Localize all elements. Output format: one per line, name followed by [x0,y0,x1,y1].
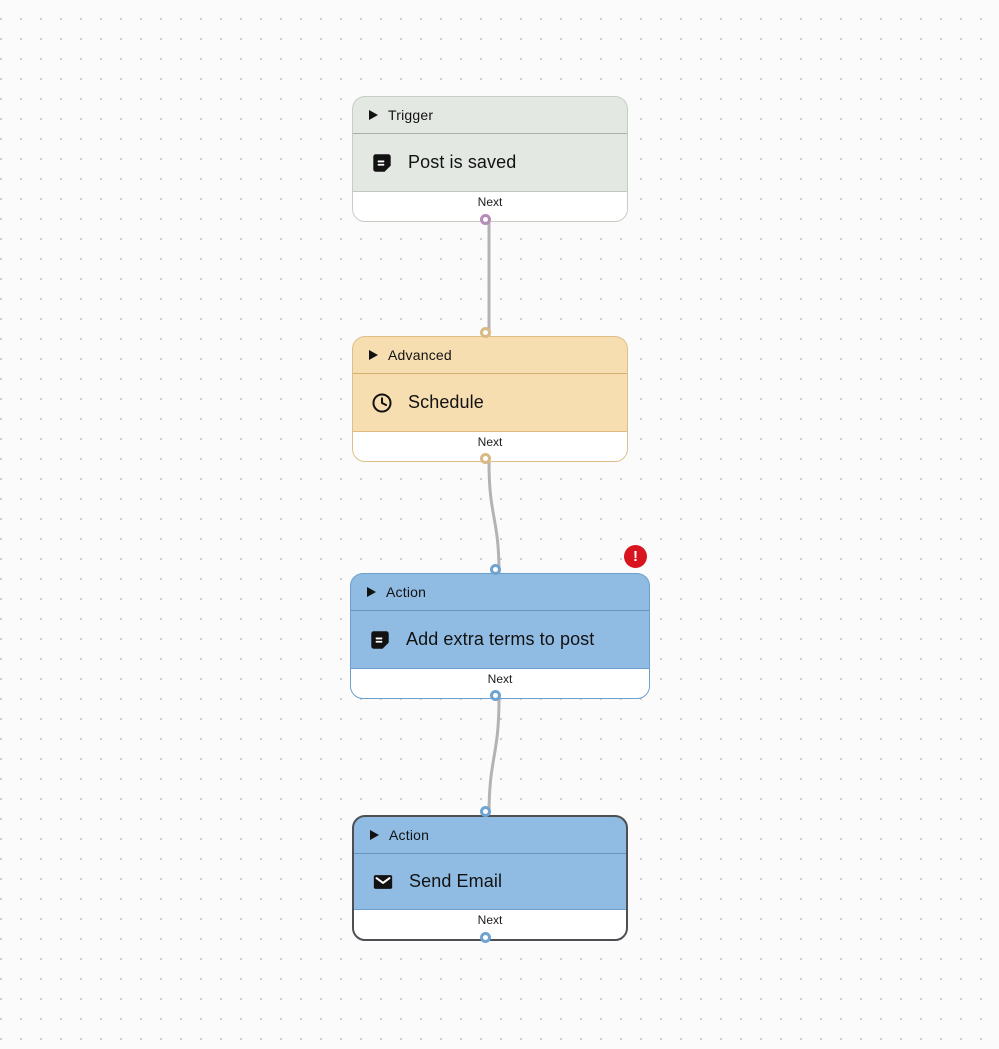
next-label: Next [477,435,503,449]
node-body[interactable]: Add extra terms to post [351,611,649,668]
edge-action1-to-action2[interactable] [487,697,501,817]
node-footer: Next [353,191,627,221]
collapse-triangle-icon[interactable] [369,110,378,120]
node-body[interactable]: Schedule [353,374,627,431]
envelope-icon [372,871,394,893]
port-action-add-extra-terms-input[interactable] [490,564,501,575]
port-advanced-output[interactable] [480,453,491,464]
edge-advanced-to-action1[interactable] [487,460,501,575]
node-body[interactable]: Post is saved [353,134,627,191]
collapse-triangle-icon[interactable] [367,587,376,597]
node-category-label: Trigger [388,107,434,123]
node-action-send-email[interactable]: Action Send Email Next [352,815,628,941]
port-trigger-output[interactable] [480,214,491,225]
document-icon [369,629,391,651]
node-title: Post is saved [408,152,517,172]
port-action-add-extra-terms-output[interactable] [490,690,501,701]
collapse-triangle-icon[interactable] [369,350,378,360]
node-title: Add extra terms to post [406,629,595,649]
node-header[interactable]: Action [351,574,649,611]
collapse-triangle-icon[interactable] [370,830,379,840]
next-label: Next [487,672,513,686]
node-title: Send Email [409,871,503,891]
port-advanced-input[interactable] [480,327,491,338]
next-label: Next [477,913,503,927]
node-header[interactable]: Trigger [353,97,627,134]
next-label: Next [477,195,503,209]
node-action-add-extra-terms[interactable]: Action Add extra terms to post Next [350,573,650,699]
node-category-label: Action [386,584,427,600]
clock-icon [371,392,393,414]
error-badge-glyph: ! [633,548,638,565]
node-header[interactable]: Action [354,817,626,854]
node-advanced[interactable]: Advanced Schedule Next [352,336,628,462]
port-action-send-email-output[interactable] [480,932,491,943]
node-category-label: Advanced [388,347,452,363]
node-trigger[interactable]: Trigger Post is saved Next [352,96,628,222]
node-title: Schedule [408,392,484,412]
port-action-send-email-input[interactable] [480,806,491,817]
node-header[interactable]: Advanced [353,337,627,374]
node-category-label: Action [389,827,430,843]
document-icon [371,152,393,174]
node-body[interactable]: Send Email [354,854,626,909]
error-badge-icon[interactable]: ! [624,545,647,568]
